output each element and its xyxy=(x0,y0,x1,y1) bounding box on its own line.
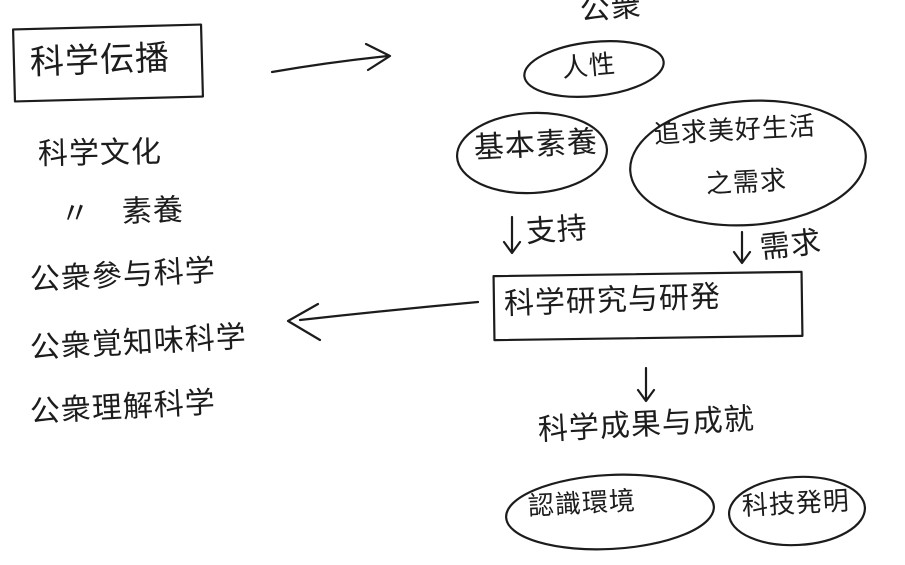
left-list-item-literacy: 〃 素養 xyxy=(59,192,185,232)
ellipse-basic xyxy=(455,111,609,195)
ellipse-human xyxy=(523,40,665,98)
left-box-title: 科学伝播 xyxy=(29,38,171,83)
arrow-support xyxy=(502,215,522,255)
node-basic-literacy: 基本素養 xyxy=(473,124,599,166)
node-environment: 認識環境 xyxy=(527,486,637,522)
node-research: 科学研究与研発 xyxy=(503,279,722,322)
label-need: 需求 xyxy=(758,224,824,266)
left-list-item-culture: 科学文化 xyxy=(37,134,163,172)
arrow-right xyxy=(270,42,392,74)
node-tech-invention: 科技発明 xyxy=(741,486,851,522)
ellipse-tech xyxy=(727,475,867,547)
ellipse-env xyxy=(505,473,715,551)
left-box-frame xyxy=(11,23,205,103)
node-pursuit-line2: 之需求 xyxy=(705,165,788,200)
node-human-nature: 人性 xyxy=(560,49,618,84)
ellipse-pursuit xyxy=(629,99,867,227)
label-support: 支持 xyxy=(524,210,590,250)
arrow-left xyxy=(286,300,480,342)
arrow-need xyxy=(732,230,752,265)
research-box-frame xyxy=(492,270,804,342)
arrow-down xyxy=(636,366,656,403)
top-label-public: 公衆 xyxy=(578,0,644,28)
